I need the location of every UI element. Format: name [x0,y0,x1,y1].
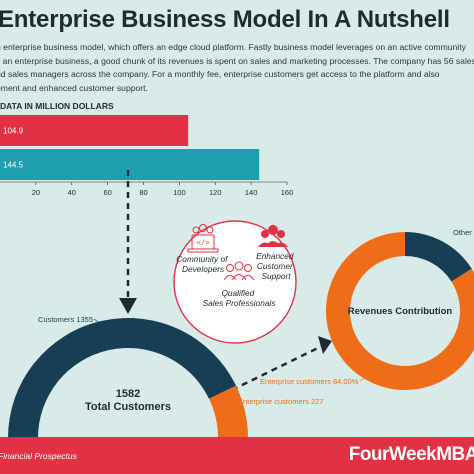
intro-line: nd sales managers across the company. Fo… [0,69,440,80]
support-label: Enhanced Customer Support [256,251,296,281]
enterprise-leader-line [225,401,237,405]
footer-source: Financial Prospectus [0,451,77,461]
customer-support-icon [258,225,288,247]
x-tick-label: 160 [281,188,294,197]
intro-line: ement and enhanced customer support. [0,82,148,93]
bar-1 [0,115,189,146]
total-customers-label: Total Customers [85,401,171,413]
bar-2 [0,149,260,180]
revenue-donut-title: Revenues Contribution [348,306,453,317]
bar-chart-title: DATA IN MILLION DOLLARS [0,101,114,111]
page-title: Enterprise Business Model In A Nutshell [0,6,450,33]
revenue-slice-enterprise [326,232,474,390]
intro-line: n enterprise business model, which offer… [0,42,466,52]
capabilities-circle: </> Community of Developers Enhanced Cu [173,220,297,344]
total-customers-value: 1582 [116,388,140,400]
x-tick-label: 100 [173,188,186,197]
dashed-arrow-diagonal [231,344,323,392]
x-tick-label: 120 [209,188,222,197]
header-band: Enterprise Business Model In A Nutshell [0,0,474,40]
x-tick-label: 80 [139,188,147,197]
sales-label: Qualified Sales Professionals [203,288,276,308]
footer-band: Financial Prospectus FourWeekMBA [0,437,474,474]
x-tick-label: 140 [245,188,258,197]
other-slice-label: Other [453,228,472,237]
intro-text: n enterprise business model, which offer… [0,41,474,95]
developers-icon: </> [187,224,219,253]
enterprise-slice-label: Enterprise customers 227 [238,397,323,406]
x-tick-label: 60 [103,188,111,197]
customers-leader-line [93,318,105,327]
bar-value-label: 144.5 [3,161,24,170]
x-tick-label: 20 [32,188,40,197]
developers-label: Community of Developers [176,254,230,274]
brand-logo-text: FourWeekMBA [348,444,474,465]
enterprise-revenue-label: Enterprise customers 84.00% [260,377,359,386]
svg-text:</>: </> [197,240,210,248]
enterprise-revenue-leader-line [359,373,373,382]
arrow-head-down [119,298,137,314]
arrow-head-diagonal [318,336,332,354]
sales-professionals-icon [223,261,255,281]
half-donut-slice-2 [209,385,248,438]
revenue-slice-other [405,232,472,282]
intro-line: s an enterprise business, a good chunk o… [0,55,474,66]
half-donut-slice-1 [8,318,237,438]
bar-value-label: 104.9 [3,127,24,136]
bar-chart: 104.9 144.5 20 40 60 80 100 120 140 160 [0,115,293,197]
x-tick-label: 40 [68,188,76,197]
customers-slice-label: Customers 1355 [38,315,93,324]
